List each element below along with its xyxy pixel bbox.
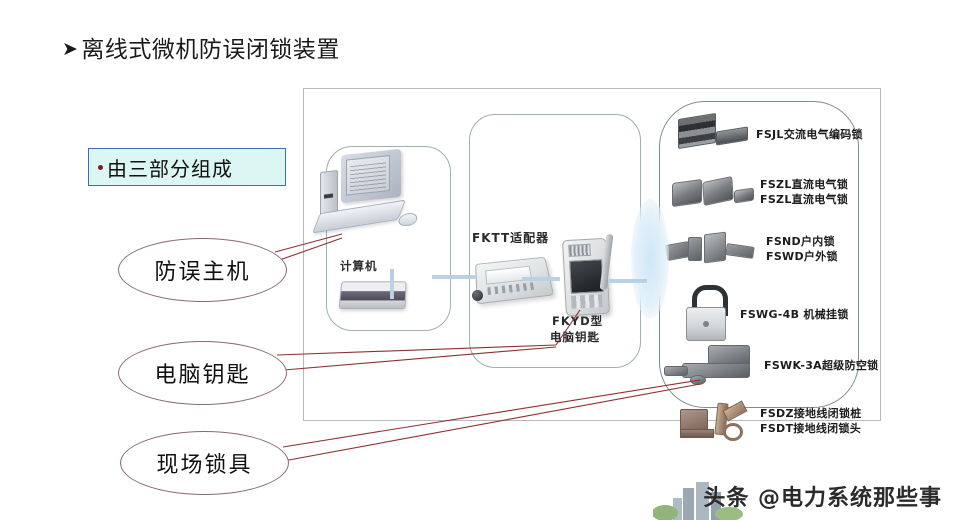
fszl-lock-icon (672, 175, 754, 209)
monitor-screen (346, 155, 390, 196)
fsjl-lock-icon (676, 112, 748, 155)
title-text: 离线式微机防误闭锁装置 (81, 37, 340, 63)
lock-label: FSWK-3A超级防空锁 (764, 358, 878, 373)
component-count-label: 由三部分组成 (107, 156, 233, 181)
key-top-contacts (568, 243, 591, 257)
lock-label: FSZL直流电气锁 FSZL直流电气锁 (760, 177, 848, 207)
component-count-box: 由三部分组成 (88, 148, 286, 186)
lens-connector-shape (631, 199, 669, 319)
padlock-icon (682, 285, 730, 343)
lock-item-fswk: FSWK-3A超级防空锁 (664, 345, 878, 385)
lock-label-line: FSZL直流电气锁 (760, 193, 849, 206)
connector-computer-to-printer (390, 269, 394, 299)
watermark-city-graphic (653, 482, 743, 520)
lock-label: FSWG-4B 机械挂锁 (740, 307, 849, 322)
callout-label: 电脑钥匙 (154, 363, 251, 388)
watermark-text: 头条 @电力系统那些事 (703, 486, 942, 511)
computer-monitor-icon (341, 148, 401, 204)
callout-computer-key: 电脑钥匙 (118, 341, 287, 405)
electronic-key-label-line2: 电脑钥匙 (550, 330, 600, 344)
lock-item-fszl: FSZL直流电气锁 FSZL直流电气锁 (672, 175, 848, 209)
diagram-frame: 计算机 FKTT适配器 FKYD型 电脑钥匙 FSJL交流电气编码锁 (303, 88, 881, 441)
callout-anti-misoperation-host: 防误主机 (118, 238, 287, 302)
lock-item-fsdz-fsdt: FSDZ接地线闭锁桩 FSDT接地线闭锁头 (680, 400, 862, 441)
electronic-key-label-line1: FKYD型 (552, 314, 604, 328)
callout-field-lock: 现场锁具 (120, 431, 289, 495)
lock-item-fsjl: FSJL交流电气编码锁 (676, 112, 863, 155)
lock-item-fswg: FSWG-4B 机械挂锁 (682, 285, 849, 343)
lock-label: FSDZ接地线闭锁桩 FSDT接地线闭锁头 (760, 406, 862, 436)
lock-label: FSJL交流电气编码锁 (756, 127, 863, 142)
adapter-knob-icon (472, 290, 483, 301)
lock-label-line: FSZL直流电气锁 (760, 178, 849, 191)
lock-item-fsnd-fswd: FSND户内锁 FSWD户外锁 (664, 229, 838, 269)
bullet-dot-icon (98, 164, 103, 170)
lock-label-line: FSDT接地线闭锁头 (760, 422, 862, 435)
key-buttons (570, 294, 603, 309)
fsnd-lock-icon (664, 229, 758, 269)
title-arrow-icon: ➤ (62, 38, 79, 60)
page-title: ➤离线式微机防误闭锁装置 (62, 30, 340, 64)
printer-icon (338, 281, 407, 310)
lock-label-line: FSWG-4B 机械挂锁 (740, 307, 849, 321)
lock-label-line: FSJL交流电气编码锁 (756, 127, 863, 141)
callout-label: 防误主机 (154, 260, 251, 285)
computer-tower-icon (320, 169, 338, 217)
computer-label: 计算机 (340, 259, 378, 273)
ground-lock-icon (680, 400, 754, 441)
connector-host-to-adapter (432, 275, 476, 279)
lock-label-line: FSDZ接地线闭锁桩 (760, 407, 862, 420)
lock-label-line: FSWK-3A超级防空锁 (764, 358, 879, 372)
callout-label: 现场锁具 (156, 453, 253, 478)
connector-adapter-to-key (522, 277, 560, 281)
connector-key-to-locks (609, 279, 647, 283)
fswk-lock-icon (664, 345, 760, 385)
lock-label-line: FSND户内锁 (766, 235, 835, 248)
lock-label: FSND户内锁 FSWD户外锁 (766, 234, 838, 264)
lock-label-line: FSWD户外锁 (766, 250, 838, 263)
adapter-label: FKTT适配器 (472, 231, 550, 245)
key-screen (569, 259, 604, 294)
